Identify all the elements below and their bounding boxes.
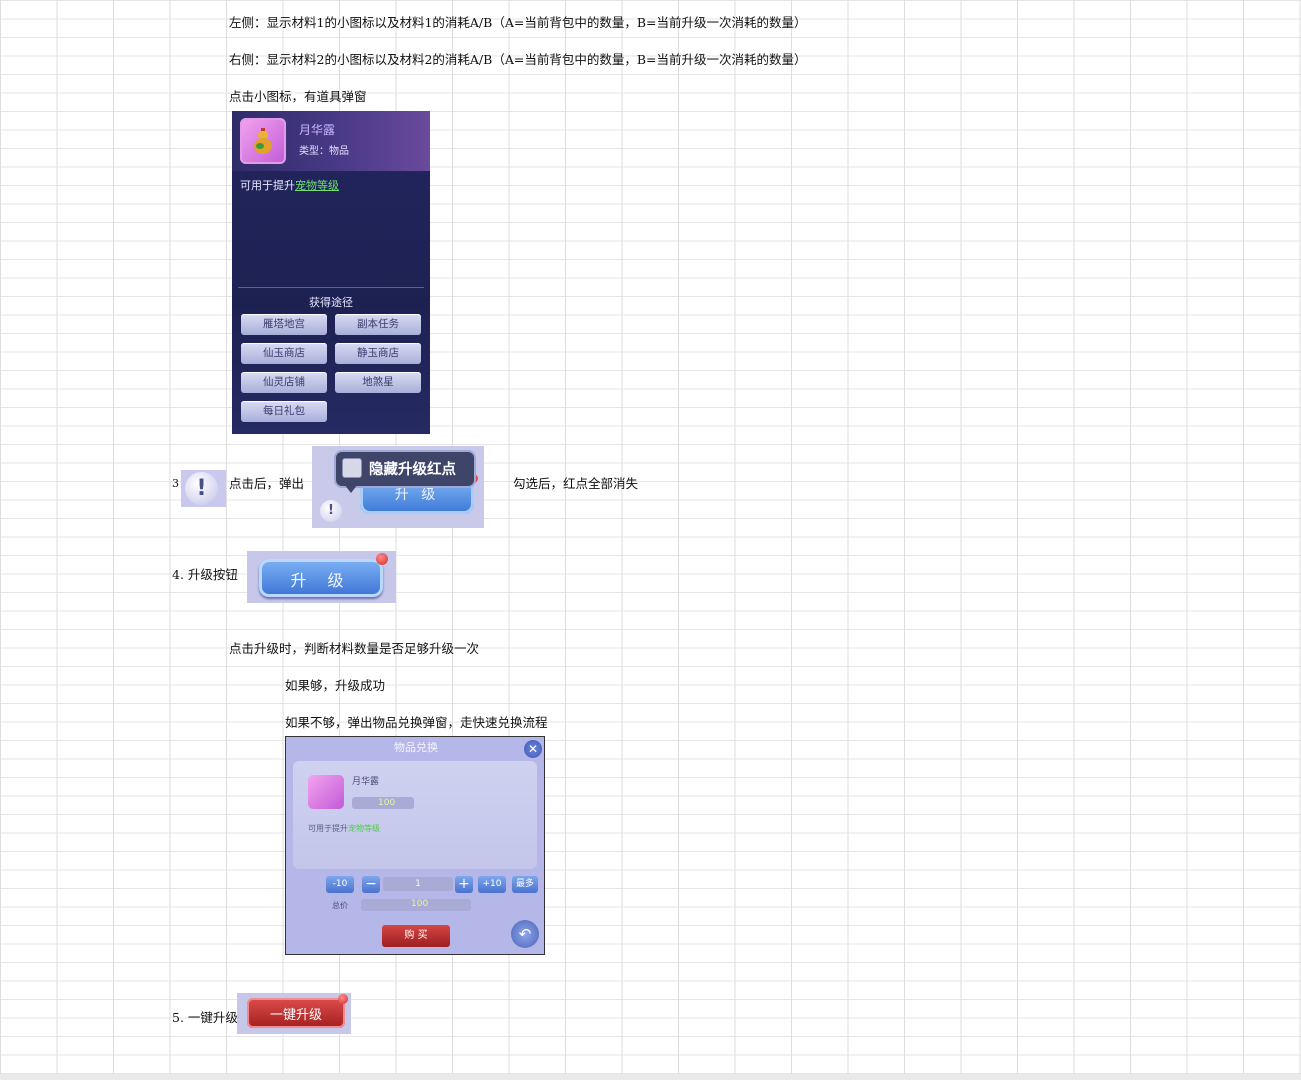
exclamation-icon: ! xyxy=(196,476,207,501)
red-dot-icon xyxy=(338,994,348,1004)
tooltip-desc-link[interactable]: 宠物等级 xyxy=(295,179,339,192)
line-right-side: 右侧：显示材料2的小图标以及材料2的消耗A/B（A=当前背包中的数量，B=当前升… xyxy=(229,52,807,67)
exchange-description: 可用于提升宠物等级 xyxy=(308,823,380,834)
sheet-bottom-bar xyxy=(0,1074,1301,1080)
source-button[interactable]: 静玉商店 xyxy=(335,343,421,364)
upgrade-button-label: 升 级 xyxy=(394,487,440,503)
exclamation-circle xyxy=(185,472,218,505)
tooltip-source-title: 获得途径 xyxy=(309,296,353,309)
source-button[interactable]: 地煞星 xyxy=(335,372,421,393)
line-click-icon: 点击小图标，有道具弹窗 xyxy=(229,89,367,104)
minus-ten-button[interactable]: -10 xyxy=(326,876,354,893)
buy-button[interactable]: 购 买 xyxy=(382,925,450,947)
bubble-tail xyxy=(344,484,358,493)
hide-reddot-label: 隐藏升级红点 xyxy=(369,462,456,478)
exchange-desc-prefix: 可用于提升 xyxy=(308,824,348,833)
tooltip-divider xyxy=(238,287,424,288)
minus-button[interactable]: − xyxy=(362,876,380,893)
plus-button[interactable]: + xyxy=(455,876,473,893)
tooltip-desc-prefix: 可用于提升 xyxy=(240,179,295,192)
upgrade-button[interactable] xyxy=(259,559,383,597)
total-price-value: 100 xyxy=(411,899,429,909)
gourd-icon xyxy=(254,128,272,154)
upgrade-button-sample: 升 级 xyxy=(247,551,396,603)
exchange-title: 物品兑换 xyxy=(394,741,438,754)
max-button[interactable]: 最多 xyxy=(512,876,538,893)
unit-price-bar xyxy=(352,797,414,809)
red-dot-icon xyxy=(376,553,388,565)
exclamation-button[interactable]: ! xyxy=(181,470,226,507)
item-tooltip-popup: 月华露 类型：物品 可用于提升宠物等级 获得途径 雁塔地宫 副本任务 仙玉商店 … xyxy=(232,111,430,434)
one-click-upgrade-sample: 一键升级 xyxy=(237,993,351,1034)
hide-reddot-popup: 升 级 隐藏升级红点 ! xyxy=(312,446,484,528)
unit-price-value: 100 xyxy=(378,798,396,808)
exchange-item-name: 月华露 xyxy=(352,777,380,787)
exchange-desc-link[interactable]: 宠物等级 xyxy=(348,824,380,833)
back-icon[interactable]: ↶ xyxy=(511,920,539,948)
item4-label: 4. 升级按钮 xyxy=(172,567,238,582)
item3-number: 3 xyxy=(172,477,179,490)
total-price-bar xyxy=(361,899,471,911)
line-upgrade-check: 点击升级时，判断材料数量是否足够升级一次 xyxy=(229,641,480,656)
one-click-upgrade-label: 一键升级 xyxy=(269,1008,322,1023)
tooltip-item-name: 月华露 xyxy=(299,123,336,137)
upgrade-button-label: 升 级 xyxy=(290,571,352,590)
line-left-side: 左侧：显示材料1的小图标以及材料1的消耗A/B（A=当前背包中的数量，B=当前升… xyxy=(229,15,807,30)
exclamation-icon[interactable]: ! xyxy=(320,500,342,522)
close-icon[interactable]: ✕ xyxy=(524,740,542,758)
hide-reddot-checkbox[interactable] xyxy=(342,458,362,478)
source-button[interactable]: 仙灵店铺 xyxy=(241,372,327,393)
one-click-upgrade-button[interactable] xyxy=(247,998,345,1028)
tooltip-description: 可用于提升宠物等级 xyxy=(240,177,339,193)
gourd-item-icon[interactable] xyxy=(240,118,286,164)
line-if-not-enough: 如果不够，弹出物品兑换弹窗，走快速兑换流程 xyxy=(285,715,548,730)
source-button[interactable]: 雁塔地宫 xyxy=(241,314,327,335)
source-button[interactable]: 副本任务 xyxy=(335,314,421,335)
gourd-item-icon[interactable] xyxy=(308,775,344,809)
item3-after-click: 点击后，弹出 xyxy=(229,476,305,491)
item3-result: 勾选后，红点全部消失 xyxy=(513,476,639,491)
total-label: 总价 xyxy=(332,901,348,910)
line-if-enough: 如果够，升级成功 xyxy=(285,678,386,693)
item-exchange-popup: 物品兑换 ✕ 月华露 100 可用于提升宠物等级 -10 − 1 + +10 最… xyxy=(285,736,545,955)
plus-ten-button[interactable]: +10 xyxy=(478,876,506,893)
quantity-field[interactable]: 1 xyxy=(383,877,453,891)
item5-label: 5. 一键升级 xyxy=(172,1010,238,1025)
source-button[interactable]: 每日礼包 xyxy=(241,401,327,422)
tooltip-item-type: 类型：物品 xyxy=(299,146,349,157)
source-button[interactable]: 仙玉商店 xyxy=(241,343,327,364)
